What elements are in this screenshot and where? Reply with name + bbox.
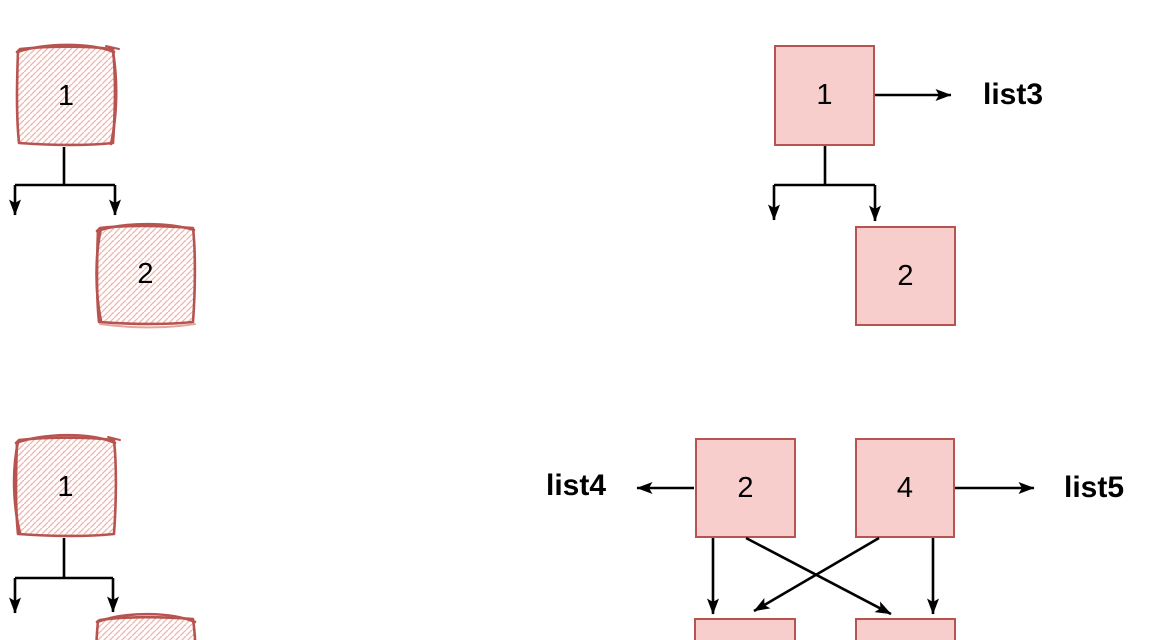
br-node-4: 4 <box>855 438 955 538</box>
tl-node-1: 1 <box>14 45 118 147</box>
bl-node-1: 1 <box>13 436 118 538</box>
tl-node-2: 2 <box>94 224 197 325</box>
bl-node-1-label: 1 <box>57 470 74 503</box>
br-node-2-child-partial <box>694 618 796 640</box>
tr-node-1: 1 <box>774 45 875 146</box>
tr-node-2: 2 <box>855 226 956 326</box>
br-node4-cross-arrow <box>753 536 880 613</box>
bl-node-2-partial-shape <box>95 612 197 640</box>
br-node2-cross-arrow <box>745 536 892 616</box>
br-node-2-label: 2 <box>737 471 754 504</box>
br-pointer-label-list5: list5 <box>1064 471 1125 504</box>
br-node-4-label: 4 <box>896 471 914 504</box>
br-node-4-child-partial <box>855 618 956 640</box>
tr-node-1-label: 1 <box>816 79 833 111</box>
tr-pointer-label-list3: list3 <box>983 78 1044 111</box>
tl-node-1-label: 1 <box>57 79 75 112</box>
br-pointer-label-list4: list4 <box>546 469 607 502</box>
br-node-2: 2 <box>695 438 796 538</box>
tl-node-2-label: 2 <box>137 258 154 290</box>
tr-node-2-label: 2 <box>897 259 914 292</box>
